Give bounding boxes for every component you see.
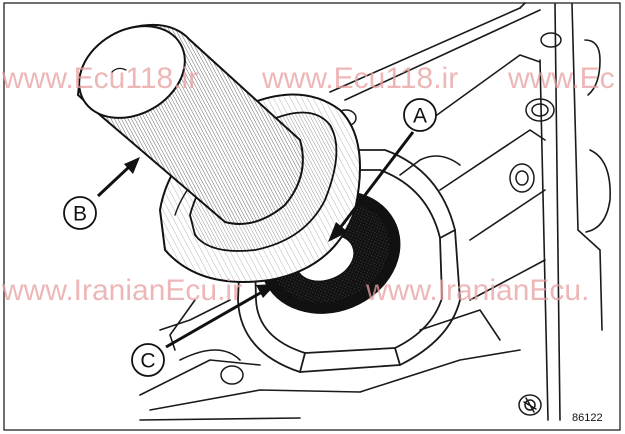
callout-b-label: B	[73, 203, 87, 226]
gearbox-housing	[139, 2, 611, 421]
callout-arrow-a	[328, 131, 415, 242]
figure-frame	[3, 2, 621, 431]
watermark-layer: www.Ecu118.ir www.Ecu118.ir www.Ec www.I…	[1, 62, 615, 307]
watermark-text: www.IranianEcu.	[365, 274, 589, 307]
callout-c: C	[131, 343, 165, 377]
watermark-text: www.Ecu118.ir	[261, 62, 458, 95]
callout-b: B	[63, 196, 97, 230]
seal-drift-tool	[76, 23, 361, 283]
callout-arrow-b	[96, 157, 140, 198]
watermark-text: www.IranianEcu.ir	[1, 274, 242, 307]
figure-number: 86122	[572, 412, 603, 424]
callout-c-label: C	[140, 350, 155, 373]
callout-arrow-c	[165, 284, 276, 349]
callout-a-label: A	[413, 105, 427, 128]
callout-a: A	[403, 98, 437, 132]
watermark-text: www.Ec	[507, 62, 615, 95]
watermark-text: www.Ecu118.ir	[1, 62, 198, 95]
